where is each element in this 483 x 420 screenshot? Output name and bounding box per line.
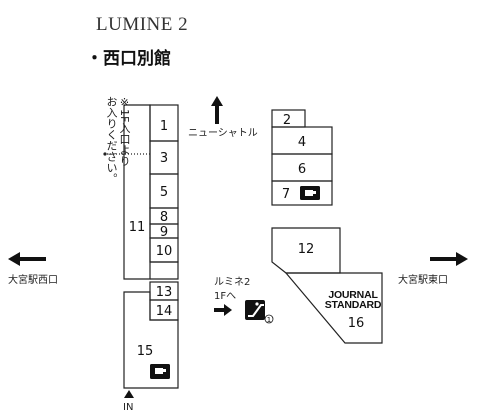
shop-5-number: 5 xyxy=(160,185,168,200)
shop-11-area[interactable] xyxy=(123,104,151,280)
arrow-left-icon xyxy=(8,252,46,266)
section-title: ・西口別館 xyxy=(86,49,171,69)
journal-logo-line-1: JOURNAL xyxy=(328,289,378,301)
shop-10-number: 10 xyxy=(156,244,173,259)
shop-1-number: 1 xyxy=(160,119,168,134)
shop-3-number: 3 xyxy=(160,151,168,166)
journal-standard-logo: JOURNAL STANDARD xyxy=(316,289,390,311)
west-exit-label: 大宮駅西口 xyxy=(8,273,58,286)
arrow-right-icon xyxy=(430,252,468,266)
escalator-icon[interactable]: 1 xyxy=(245,300,274,324)
arrow-up-icon xyxy=(211,96,223,124)
cafe-icon xyxy=(150,364,170,379)
shop-15-number: 15 xyxy=(137,344,154,359)
shuttle-label: ニューシャトル xyxy=(188,128,258,139)
note-dot xyxy=(103,152,107,156)
to-lumine2-label-1: ルミネ2 xyxy=(214,276,250,288)
shop-12-number: 12 xyxy=(298,242,315,257)
building-title: LUMINE 2 xyxy=(96,14,189,35)
shop-16[interactable] xyxy=(284,272,383,344)
cafe-icon xyxy=(300,186,320,200)
shop-2-number: 2 xyxy=(283,113,291,128)
journal-logo-line-2: STANDARD xyxy=(324,299,382,311)
shop-7-number: 7 xyxy=(282,187,290,202)
shop-16-number: 16 xyxy=(348,316,365,331)
arrow-up-icon xyxy=(124,390,134,398)
east-exit-label: 大宮駅東口 xyxy=(398,273,448,286)
entrance-label: IN xyxy=(123,402,133,413)
shop-6-number: 6 xyxy=(298,162,306,177)
shop-15[interactable] xyxy=(123,291,179,389)
shop-7[interactable] xyxy=(271,180,333,206)
shop-8-number: 8 xyxy=(160,210,168,225)
shop-11-number: 11 xyxy=(129,220,146,235)
shop-11-lower xyxy=(150,261,179,280)
escalator-floor-number: 1 xyxy=(267,316,271,324)
shop-13-number: 13 xyxy=(156,285,173,300)
shop-4-number: 4 xyxy=(298,135,306,150)
to-lumine2-label-2: 1Fへ xyxy=(214,291,236,302)
note-line-2: お入りください。 xyxy=(105,96,118,184)
shop-9-number: 9 xyxy=(160,225,168,240)
shop-14-number: 14 xyxy=(156,304,173,319)
arrow-right-icon xyxy=(214,304,232,316)
